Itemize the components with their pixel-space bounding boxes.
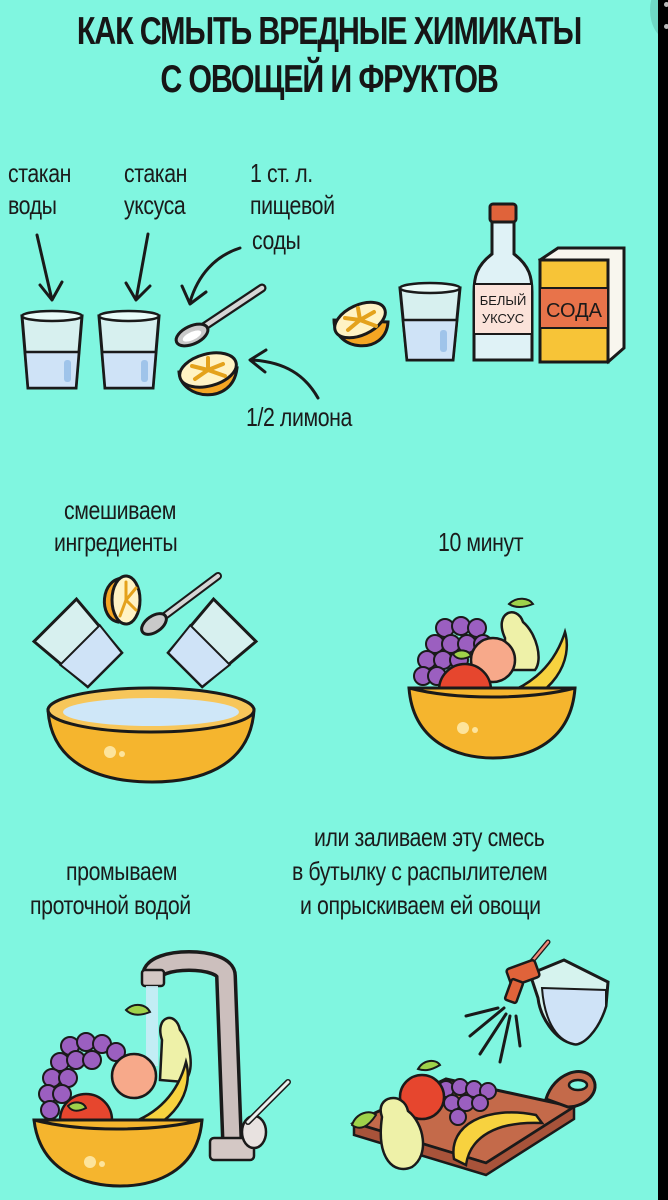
step-rinse-line2: проточной водой bbox=[30, 890, 191, 920]
soda-box-icon: СОДА bbox=[537, 246, 626, 365]
label-water-line1: стакан bbox=[8, 158, 72, 188]
step-mix-line2: ингредиенты bbox=[54, 527, 178, 557]
title-line-1: КАК СМЫТЬ ВРЕДНЫЕ ХИМИКАТЫ bbox=[76, 10, 582, 53]
step-spray-line2: в бутылку с распылителем bbox=[292, 856, 548, 886]
step-spray-line3: и опрыскиваем ей овощи bbox=[300, 890, 541, 920]
soda-box-label: СОДА bbox=[546, 300, 603, 322]
lemon-half-icon bbox=[332, 300, 390, 348]
step-wait-label: 10 минут bbox=[438, 527, 524, 557]
spray-bottle-icon bbox=[464, 939, 610, 1064]
label-soda-line3: соды bbox=[252, 225, 301, 255]
edge-dot bbox=[664, 2, 668, 7]
vinegar-bottle-icon: БЕЛЫЙ УКСУС bbox=[472, 202, 534, 362]
arrow-icon bbox=[35, 232, 320, 400]
fruit-bowl-illustration bbox=[407, 597, 577, 760]
glass-water-icon bbox=[398, 281, 462, 362]
faucet-rinse-illustration bbox=[32, 950, 291, 1188]
glass-vinegar-icon bbox=[97, 309, 161, 390]
step-mix-line1: смешиваем bbox=[64, 495, 176, 525]
bottle-label-line2: УКСУС bbox=[482, 311, 524, 326]
label-vinegar-line2: уксуса bbox=[124, 190, 186, 220]
edge-strip bbox=[658, 0, 668, 1200]
title-line-2: С ОВОЩЕЙ И ФРУКТОВ bbox=[160, 58, 499, 101]
label-vinegar-line1: стакан bbox=[124, 158, 188, 188]
label-soda-line2: пищевой bbox=[250, 190, 335, 220]
label-lemon: 1/2 лимона bbox=[246, 402, 352, 432]
label-water-line2: воды bbox=[8, 190, 57, 220]
cutting-board-illustration bbox=[349, 1059, 597, 1177]
bottle-label-line1: БЕЛЫЙ bbox=[480, 293, 527, 308]
edge-dot bbox=[664, 24, 668, 29]
label-soda-line1: 1 ст. л. bbox=[250, 158, 313, 188]
lemon-half-icon bbox=[177, 351, 239, 397]
overlay-artifact bbox=[650, 0, 658, 40]
step-rinse-line1: промываем bbox=[66, 856, 178, 886]
spoon-icon bbox=[174, 283, 267, 348]
mixing-bowl-illustration bbox=[31, 572, 259, 784]
step-spray-line1: или заливаем эту смесь bbox=[314, 822, 545, 852]
glass-water-icon bbox=[20, 309, 84, 390]
